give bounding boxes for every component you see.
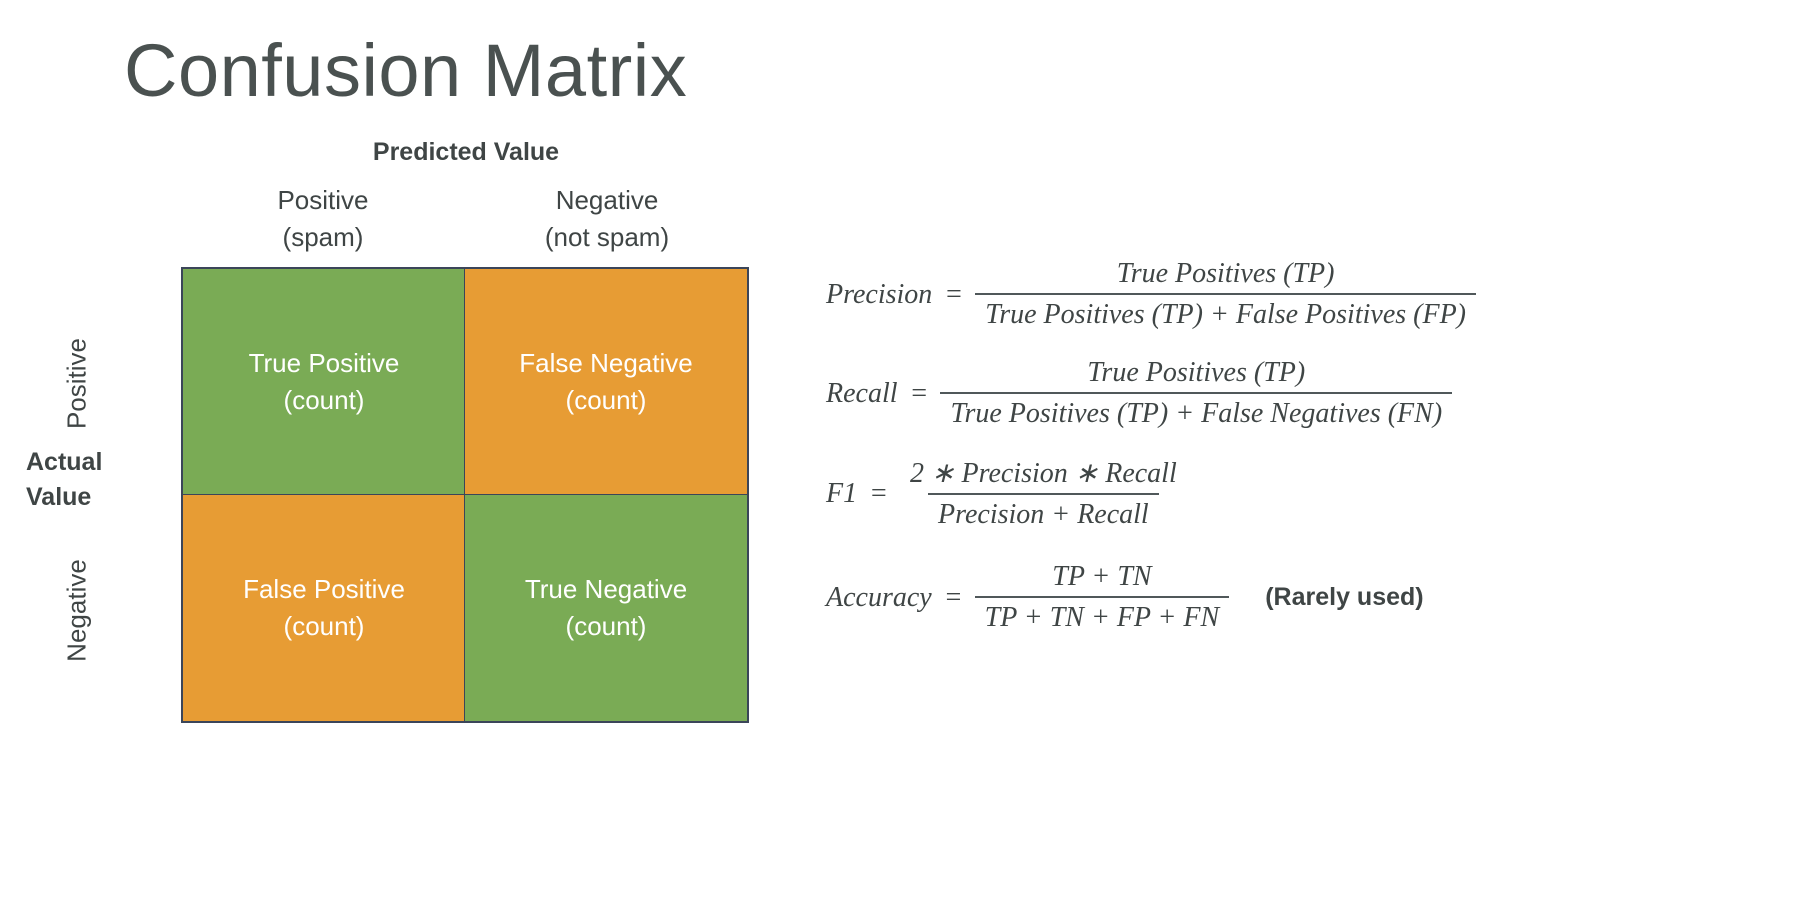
column-header-positive-label: Positive: [277, 185, 369, 215]
formula-precision-numerator: True Positives (TP): [1116, 258, 1335, 289]
predicted-value-axis-title: Predicted Value: [372, 138, 560, 166]
matrix-cell-true-negative-sublabel: (count): [565, 611, 647, 641]
formula-accuracy-fraction: TP + TN TP + TN + FP + FN: [974, 561, 1230, 634]
formula-precision-denominator: True Positives (TP) + False Positives (F…: [975, 293, 1476, 331]
matrix-cell-false-negative-label: False Negative: [519, 348, 693, 379]
formula-accuracy: Accuracy = TP + TN TP + TN + FP + FN (Ra…: [826, 561, 1786, 634]
formula-precision-lhs: Precision: [826, 278, 933, 310]
formula-accuracy-equals: =: [943, 581, 963, 613]
matrix-grid: True Positive (count) False Negative (co…: [181, 267, 749, 723]
matrix-cell-true-positive[interactable]: True Positive (count): [182, 268, 466, 496]
rarely-used-note: (Rarely used): [1265, 583, 1424, 611]
matrix-cell-true-negative[interactable]: True Negative (count): [464, 494, 748, 722]
column-header-negative-sublabel: (not spam): [544, 221, 670, 252]
metric-formulas: Precision = True Positives (TP) True Pos…: [826, 258, 1786, 660]
matrix-cell-false-positive[interactable]: False Positive (count): [182, 494, 466, 722]
formula-f1-denominator: Precision + Recall: [928, 493, 1159, 531]
matrix-cell-false-negative-sublabel: (count): [565, 385, 647, 415]
matrix-cell-false-negative[interactable]: False Negative (count): [464, 268, 748, 496]
actual-value-axis-title-line1: Actual: [26, 448, 103, 476]
matrix-cell-true-positive-sublabel: (count): [283, 385, 365, 415]
formula-f1-equals: =: [869, 477, 889, 509]
formula-precision-fraction: True Positives (TP) True Positives (TP) …: [975, 258, 1476, 331]
formula-recall-equals: =: [909, 377, 929, 409]
formula-recall: Recall = True Positives (TP) True Positi…: [826, 357, 1786, 430]
column-header-negative: Negative (not spam): [465, 182, 749, 256]
matrix-cell-true-positive-label: True Positive: [248, 348, 400, 379]
formula-accuracy-numerator: TP + TN: [1052, 561, 1152, 592]
actual-value-axis-title: Actual Value: [26, 445, 102, 514]
formula-f1: F1 = 2 ∗ Precision ∗ Recall Precision + …: [826, 456, 1786, 531]
formula-accuracy-denominator: TP + TN + FP + FN: [974, 596, 1230, 634]
formula-f1-numerator: 2 ∗ Precision ∗ Recall: [910, 458, 1177, 489]
confusion-matrix: Predicted Value Positive (spam) Negative…: [0, 130, 800, 740]
column-header-positive-sublabel: (spam): [282, 221, 364, 252]
row-header-negative: Negative: [61, 559, 92, 662]
formula-precision: Precision = True Positives (TP) True Pos…: [826, 258, 1786, 331]
matrix-cell-false-positive-sublabel: (count): [283, 611, 365, 641]
column-header-positive: Positive (spam): [181, 182, 465, 256]
formula-recall-lhs: Recall: [826, 377, 898, 409]
column-header-negative-label: Negative: [555, 185, 659, 215]
actual-value-axis-title-line2: Value: [26, 482, 92, 511]
row-header-positive: Positive: [61, 337, 92, 430]
matrix-cell-false-positive-label: False Positive: [243, 574, 405, 605]
formula-f1-lhs: F1: [826, 477, 858, 509]
formula-precision-equals: =: [944, 278, 964, 310]
formula-accuracy-lhs: Accuracy: [826, 581, 932, 613]
matrix-cell-true-negative-label: True Negative: [524, 574, 688, 605]
formula-recall-fraction: True Positives (TP) True Positives (TP) …: [940, 357, 1453, 430]
formula-f1-fraction: 2 ∗ Precision ∗ Recall Precision + Recal…: [900, 456, 1187, 531]
formula-recall-numerator: True Positives (TP): [1087, 357, 1306, 388]
page-title: Confusion Matrix: [124, 29, 688, 112]
formula-recall-denominator: True Positives (TP) + False Negatives (F…: [940, 392, 1453, 430]
